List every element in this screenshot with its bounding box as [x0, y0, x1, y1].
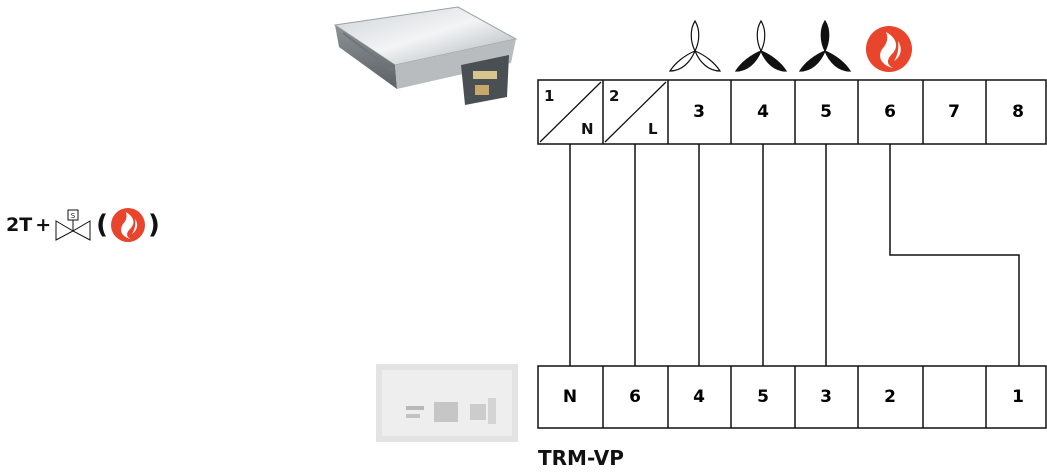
- fan-speed-3-icon: [798, 19, 852, 72]
- wires: [569, 144, 1020, 366]
- top-terminal-1-sub: N: [581, 120, 594, 138]
- top-terminal-block: 1 N 2 L 3 4 5 6 7 8: [537, 79, 1047, 145]
- wire-6: [889, 144, 1020, 366]
- wiring-legend: 2T + S ( ): [6, 205, 160, 245]
- legend-open-paren: (: [96, 210, 108, 240]
- bottom-terminal-block: N 6 4 5 3 2 1: [537, 365, 1047, 429]
- legend-close-paren: ): [148, 210, 160, 240]
- bottom-terminal-8: 1: [1012, 387, 1024, 407]
- top-terminal-8: 8: [1012, 102, 1024, 122]
- top-terminal-1-num: 1: [544, 87, 554, 105]
- fan-speed-1-icon: [668, 19, 722, 72]
- legend-2t: 2T: [6, 214, 33, 236]
- bottom-terminal-3: 4: [693, 387, 705, 407]
- bottom-terminal-1: N: [563, 387, 577, 407]
- device-label: TRM-VP: [538, 446, 624, 470]
- top-terminal-6: 6: [884, 102, 896, 122]
- valve-letter: S: [71, 212, 76, 220]
- top-terminal-3: 3: [693, 102, 705, 122]
- bottom-terminal-2: 6: [629, 387, 641, 407]
- top-terminal-2-sub: L: [648, 120, 658, 138]
- fan-speed-2-icon: [734, 19, 788, 72]
- top-terminal-7: 7: [948, 102, 960, 122]
- top-terminal-4: 4: [757, 102, 769, 122]
- heating-flame-icon: [866, 26, 912, 72]
- heating-flame-icon: [110, 207, 146, 243]
- solenoid-valve-icon: S: [54, 209, 92, 241]
- top-terminal-5: 5: [820, 102, 832, 122]
- bottom-terminal-4: 5: [757, 387, 769, 407]
- legend-plus: +: [35, 214, 52, 236]
- bottom-terminal-6: 2: [884, 387, 896, 407]
- bottom-terminal-5: 3: [820, 387, 832, 407]
- top-terminal-2-num: 2: [609, 87, 619, 105]
- thermostat-image: [376, 364, 518, 442]
- fan-coil-unit-image: [333, 5, 518, 107]
